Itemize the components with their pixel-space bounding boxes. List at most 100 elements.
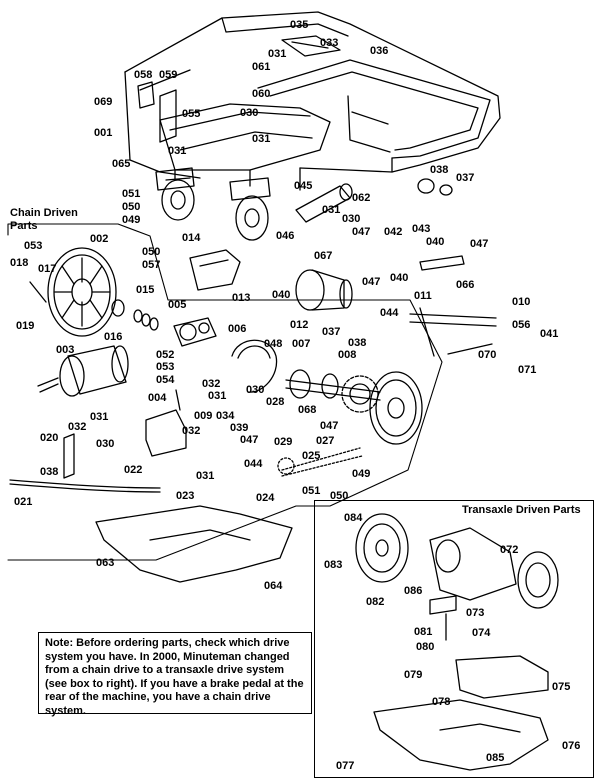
part-label-063: 063 [96, 557, 115, 569]
part-label-072: 072 [500, 544, 519, 556]
bracket-059 [159, 89, 177, 143]
part-label-047: 047 [352, 226, 371, 238]
part-label-040: 040 [390, 272, 409, 284]
part-label-054: 054 [156, 374, 175, 386]
sprocket-025 [277, 457, 295, 475]
part-label-057: 057 [142, 259, 161, 271]
part-label-059: 059 [159, 69, 178, 81]
part-label-075: 075 [552, 681, 571, 693]
part-label-002: 002 [90, 233, 109, 245]
part-label-016: 016 [104, 331, 123, 343]
part-label-049: 049 [122, 214, 141, 226]
part-label-022: 022 [124, 464, 143, 476]
part-label-031: 031 [208, 390, 227, 402]
drive-wheel [369, 371, 423, 445]
part-label-030: 030 [96, 438, 115, 450]
transaxle-plate-075 [455, 655, 549, 699]
part-label-030: 030 [240, 107, 259, 119]
part-label-062: 062 [352, 192, 371, 204]
tie-bar-010 [409, 307, 497, 357]
part-label-079: 079 [404, 669, 423, 681]
part-label-038: 038 [430, 164, 449, 176]
part-label-045: 045 [294, 180, 313, 192]
part-label-046: 046 [276, 230, 295, 242]
part-label-058: 058 [134, 69, 153, 81]
drive-axle-007 [285, 369, 381, 401]
note-box: Note: Before ordering parts, check which… [38, 632, 312, 717]
part-label-082: 082 [366, 596, 385, 608]
transaxle-wheel-left [355, 513, 409, 583]
transaxle-bracket-081 [429, 595, 457, 641]
brake-cable-021 [9, 479, 161, 493]
part-label-038: 038 [348, 337, 367, 349]
part-label-044: 044 [244, 458, 263, 470]
part-label-069: 069 [94, 96, 113, 108]
part-label-071: 071 [518, 364, 537, 376]
transaxle-section-title: Transaxle Driven Parts [462, 504, 581, 516]
bracket-011 [419, 255, 465, 271]
part-label-048: 048 [264, 338, 283, 350]
part-label-031: 031 [322, 204, 341, 216]
part-label-047: 047 [362, 276, 381, 288]
part-label-076: 076 [562, 740, 581, 752]
part-label-041: 041 [540, 328, 559, 340]
part-label-068: 068 [298, 404, 317, 416]
part-label-070: 070 [478, 349, 497, 361]
part-label-047: 047 [240, 434, 259, 446]
chain-024 [281, 447, 363, 477]
part-label-014: 014 [182, 232, 201, 244]
part-label-024: 024 [256, 492, 275, 504]
chain-section-title: Chain Driven Parts [10, 207, 78, 232]
part-label-031: 031 [252, 133, 271, 145]
chassis-body [124, 11, 501, 191]
part-label-065: 065 [112, 158, 131, 170]
part-label-004: 004 [148, 392, 167, 404]
part-label-023: 023 [176, 490, 195, 502]
part-label-066: 066 [456, 279, 475, 291]
part-label-050: 050 [142, 246, 161, 258]
part-label-030: 030 [342, 213, 361, 225]
part-label-040: 040 [272, 289, 291, 301]
part-label-056: 056 [512, 319, 531, 331]
part-label-010: 010 [512, 296, 531, 308]
part-label-055: 055 [182, 108, 201, 120]
washers-015 [111, 299, 159, 331]
part-label-078: 078 [432, 696, 451, 708]
part-label-034: 034 [216, 410, 235, 422]
roller-062 [295, 183, 353, 223]
part-label-073: 073 [466, 607, 485, 619]
part-label-028: 028 [266, 396, 285, 408]
part-label-052: 052 [156, 349, 175, 361]
transaxle-wheel-right [517, 551, 559, 609]
part-label-086: 086 [404, 585, 423, 597]
part-label-032: 032 [182, 425, 201, 437]
transaxle-unit [429, 527, 517, 601]
axle-pin-019 [29, 281, 47, 303]
part-label-077: 077 [336, 760, 355, 772]
transaxle-section-box [314, 500, 594, 778]
part-label-047: 047 [320, 420, 339, 432]
part-label-032: 032 [202, 378, 221, 390]
part-label-001: 001 [94, 127, 113, 139]
part-label-020: 020 [40, 432, 59, 444]
caster-wheel-left [155, 167, 195, 221]
part-label-019: 019 [16, 320, 35, 332]
part-label-031: 031 [168, 145, 187, 157]
part-label-027: 027 [316, 435, 335, 447]
part-label-037: 037 [456, 172, 475, 184]
part-label-050: 050 [330, 490, 349, 502]
bracket-020 [63, 433, 75, 479]
rear-wheel-002 [47, 247, 117, 337]
part-label-025: 025 [302, 450, 321, 462]
part-label-007: 007 [292, 338, 311, 350]
chain-section-outline [7, 223, 443, 561]
part-label-015: 015 [136, 284, 155, 296]
caster-wheel-right [229, 177, 271, 241]
belly-pan-063 [95, 505, 293, 583]
part-label-074: 074 [472, 627, 491, 639]
part-label-030: 030 [246, 384, 265, 396]
transaxle-pan-076 [373, 699, 549, 771]
part-label-081: 081 [414, 626, 433, 638]
part-label-067: 067 [314, 250, 333, 262]
brake-band-006 [231, 339, 278, 393]
